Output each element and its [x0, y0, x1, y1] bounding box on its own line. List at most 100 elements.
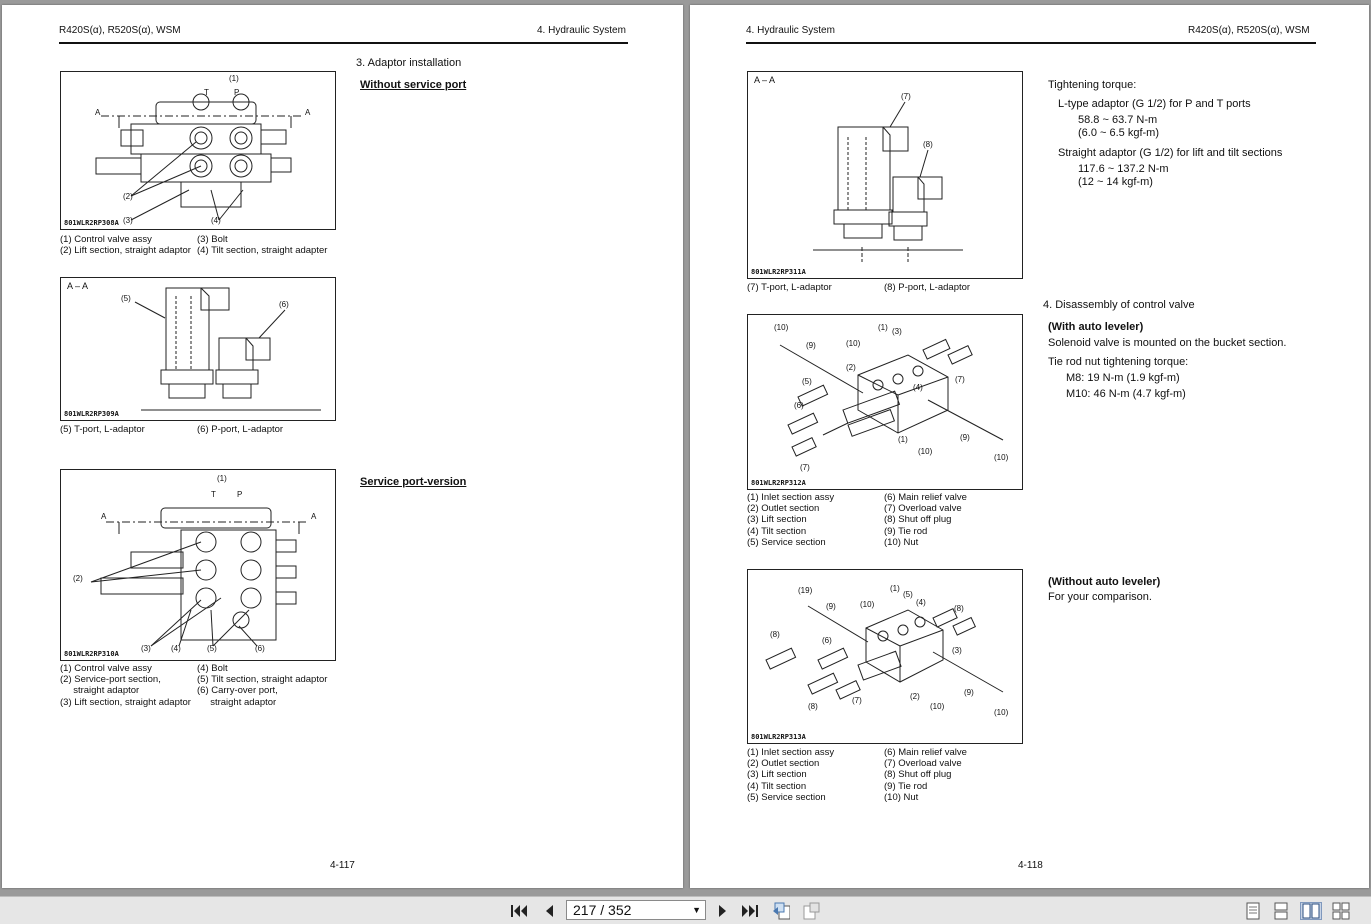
callout-t: T [211, 490, 216, 499]
callout-10: (10) [918, 447, 933, 456]
fig6-caption-col1: (1) Inlet section assy(2) Outlet section… [747, 747, 835, 803]
fig4-caption-col2: (8) P-port, L-adaptor [884, 282, 971, 293]
section-a-right: A [311, 512, 317, 521]
callout-1: (1) [898, 435, 908, 444]
torque-l-type: L-type adaptor (G 1/2) for P and T ports [1058, 98, 1251, 110]
go-back-icon[interactable] [772, 902, 790, 920]
callout-9: (9) [806, 341, 816, 350]
tie-rod-m8: M8: 19 N-m (1.9 kgf-m) [1066, 372, 1180, 384]
torque-straight: Straight adaptor (G 1/2) for lift and ti… [1058, 147, 1283, 159]
torque-title: Tightening torque: [1048, 79, 1137, 91]
callout-10: (10) [774, 323, 789, 332]
callout-6: (6) [794, 401, 804, 410]
callout-p: P [234, 88, 240, 97]
page-number: 4-117 [330, 860, 355, 871]
exploded-valve-diagram [765, 605, 1004, 700]
callout-2: (2) [910, 692, 920, 701]
section-heading: 3. Adaptor installation [356, 57, 462, 69]
callout-7: (7) [901, 92, 911, 101]
callout-7: (7) [955, 375, 965, 384]
page-number-select[interactable]: 217 / 352 ▼ [566, 900, 706, 920]
fig5-caption-col1: (1) Inlet section assy(2) Outlet section… [747, 492, 835, 548]
header-right-title: R420S(α), R520S(α), WSM [1188, 25, 1310, 36]
single-page-view-icon[interactable] [1244, 902, 1262, 920]
figure-id: 801WLR2RP310A [64, 650, 119, 658]
callout-4: (4) [916, 598, 926, 607]
go-forward-icon[interactable] [802, 902, 820, 920]
callout-10: (10) [860, 600, 875, 609]
right-page: 4. Hydraulic System R420S(α), R520S(α), … [690, 5, 1369, 888]
with-auto-leveler-text: Solenoid valve is mounted on the bucket … [1048, 337, 1287, 349]
without-auto-leveler-heading: (Without auto leveler) [1048, 576, 1161, 588]
adaptor-diagram [813, 101, 963, 262]
valve-diagram [90, 507, 306, 647]
adaptor-diagram [134, 287, 321, 411]
figure-a-a-section-right: A – A (7) (8) 801WLR2RP311A [747, 71, 1023, 279]
figure-exploded-without-auto-leveler: (19) (9) (10) (1) (5) (4) (8) (8) (6) (3… [747, 569, 1023, 744]
callout-1: (1) [890, 584, 900, 593]
torque-s-kgf: (12 ~ 14 kgf-m) [1078, 176, 1153, 188]
fig2-caption-col2: (6) P-port, L-adaptor [197, 424, 284, 435]
figure-id: 801WLR2RP311A [751, 268, 806, 276]
tie-rod-m10: M10: 46 N-m (4.7 kgf-m) [1066, 388, 1186, 400]
disassembly-heading: 4. Disassembly of control valve [1043, 299, 1195, 311]
header-right-title: 4. Hydraulic System [537, 25, 626, 36]
view-label: A – A [67, 281, 89, 291]
callout-10: (10) [994, 453, 1009, 462]
callout-6: (6) [279, 300, 289, 309]
fig1-caption-col2: (3) Bolt(4) Tilt section, straight adapt… [197, 234, 328, 257]
figure-id: 801WLR2RP313A [751, 733, 806, 741]
exploded-valve-diagram [779, 338, 1004, 457]
figure-exploded-with-auto-leveler: (10) (9) (10) (1) (3) (5) (6) (7) (4) (2… [747, 314, 1023, 490]
page-number: 4-118 [1018, 860, 1043, 871]
subheading-without-service-port: Without service port [360, 79, 467, 91]
two-page-continuous-view-icon[interactable] [1332, 902, 1350, 920]
callout-8: (8) [770, 630, 780, 639]
callout-5: (5) [802, 377, 812, 386]
callout-4: (4) [913, 383, 923, 392]
torque-l-nm: 58.8 ~ 63.7 N-m [1078, 114, 1158, 126]
section-a-left: A [95, 108, 101, 117]
fig1-caption-col1: (1) Control valve assy(2) Lift section, … [60, 234, 191, 257]
continuous-view-icon[interactable] [1272, 902, 1290, 920]
page-indicator: 217 / 352 [573, 902, 632, 918]
callout-1: (1) [229, 74, 239, 83]
viewer-toolbar: 217 / 352 ▼ [0, 896, 1371, 924]
callout-8: (8) [954, 604, 964, 613]
header-left-title: 4. Hydraulic System [746, 25, 835, 36]
header-rule [746, 42, 1316, 44]
left-page: R420S(α), R520S(α), WSM 4. Hydraulic Sys… [2, 5, 683, 888]
callout-7: (7) [800, 463, 810, 472]
callout-5: (5) [207, 644, 217, 653]
header-rule [59, 42, 628, 44]
callout-4: (4) [171, 644, 181, 653]
next-page-icon[interactable] [714, 902, 732, 920]
fig4-caption-col1: (7) T-port, L-adaptor [747, 282, 832, 293]
callout-9: (9) [964, 688, 974, 697]
figure-id: 801WLR2RP309A [64, 410, 119, 418]
first-page-icon[interactable] [510, 902, 528, 920]
callout-2: (2) [123, 192, 133, 201]
without-auto-leveler-text: For your comparison. [1048, 591, 1152, 603]
figure-id: 801WLR2RP312A [751, 479, 806, 487]
callout-2: (2) [73, 574, 83, 583]
callout-1: (1) [217, 474, 227, 483]
with-auto-leveler-heading: (With auto leveler) [1048, 321, 1144, 333]
callout-8: (8) [923, 140, 933, 149]
valve-diagram [95, 93, 301, 221]
callout-7: (7) [852, 696, 862, 705]
torque-s-nm: 117.6 ~ 137.2 N-m [1078, 163, 1169, 175]
prev-page-icon[interactable] [540, 902, 558, 920]
fig2-caption-col1: (5) T-port, L-adaptor [60, 424, 145, 435]
callout-10: (10) [846, 339, 861, 348]
callout-3: (3) [892, 327, 902, 336]
last-page-icon[interactable] [741, 902, 759, 920]
callout-5: (5) [121, 294, 131, 303]
figure-id: 801WLR2RP308A [64, 219, 119, 227]
callout-19: (19) [798, 586, 813, 595]
figure-a-a-section-left: A – A (5) (6) 801WLR2RP309A [60, 277, 336, 421]
two-page-view-icon[interactable] [1300, 902, 1322, 920]
torque-l-kgf: (6.0 ~ 6.5 kgf-m) [1078, 127, 1160, 139]
tie-rod-torque: Tie rod nut tightening torque: [1048, 356, 1189, 368]
callout-3: (3) [123, 216, 133, 225]
